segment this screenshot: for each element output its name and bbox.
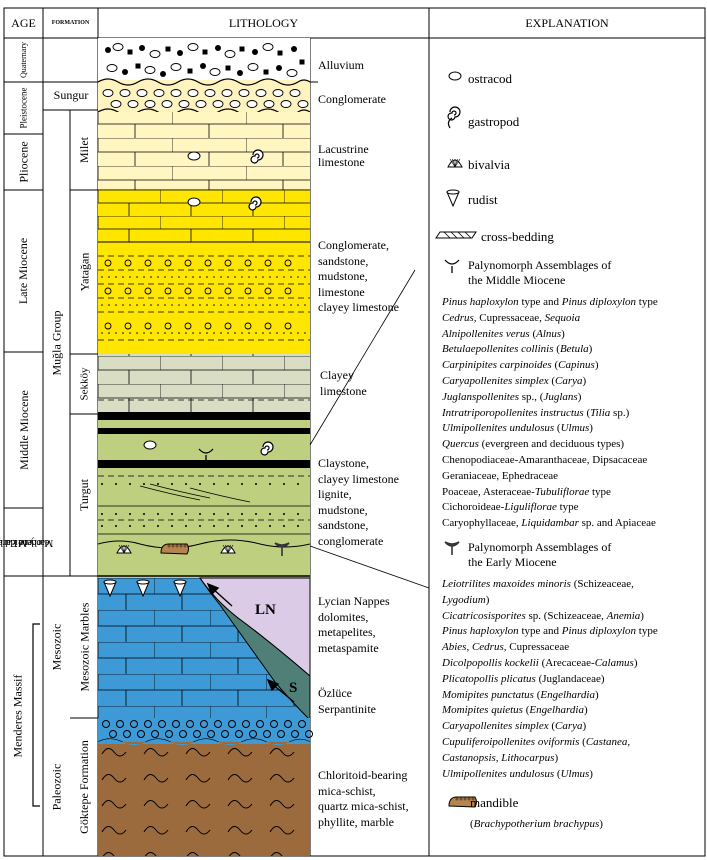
header-explanation: EXPLANATION [525,15,609,30]
formation-mugla-group: Muğla Group [49,310,64,376]
taxon-line: Caryophyllaceae, Liquidambar sp. and Api… [442,517,656,530]
legend-ostracod: ostracod [468,71,513,86]
middle-miocene-list: Pinus haploxylon type and Pinus diploxyl… [442,295,707,532]
lycian-nappes-marker: LN [255,602,276,618]
taxon-line: Cichoroideae-Liguliflorae type [442,501,579,514]
taxon-line: Poaceae, Asteraceae-Tubuliflorae type [442,485,611,498]
age-menderes-massif: Menderes Massif [10,674,25,758]
age-middle-miocene: Middle Miocene [16,390,31,470]
age-quaternary: Quaternary [18,42,28,78]
taxon-line: Betulaepollenites collinis (Betula) [442,343,593,356]
header-age: AGE [11,15,36,30]
taxon-line: Plicatopollis plicatus (Juglandaceae) [442,672,605,685]
taxon-line: Abies, Cedrus, Cupressaceae [442,641,570,654]
taxon-line: Cedrus, Cupressaceae, Sequoia [442,311,581,324]
sekkoy-layer [98,354,310,414]
legend-rudist: rudist [468,192,498,207]
lignite-band [98,428,310,434]
taxon-line: Momipites quietus (Engelhardia) [442,704,588,717]
taxon-line: Lygodium) [442,593,490,606]
formation-milet: Milet [77,137,91,163]
taxon-line: Cupuliferoipollenites oviformis (Castane… [442,735,631,748]
taxon-line: Ulmipollenites undulosus (Ulmus) [442,422,593,435]
early-miocene-list: Leiotrilites maxoides minoris (Schizeace… [442,577,707,782]
formation-yatagan: Yatağan [77,252,91,292]
lith-yatagan: Conglomerate,sandstone,mudstone,limeston… [318,238,399,314]
lith-conglomerate: Conglomerate [318,92,386,106]
formation-turgut: Turgut [77,478,91,512]
taxon-line: Caryapollenites simplex (Carya) [442,374,587,387]
taxon-line: Pinus haploxylon type and Pinus diploxyl… [442,625,658,638]
taxon-line: Cicatricosisporites sp. (Schizeaceae, An… [442,609,644,622]
taxon-line: Dicolpopollis kockelii (Arecaceae-Calamu… [442,656,638,669]
alluvium-layer [98,38,310,82]
taxon-line: Castanopsis, Lithocarpus) [442,751,559,764]
age-pleistocene: Pleistocene [18,87,29,129]
age-paleozoic: Paleozoic [49,763,64,811]
taxon-line: Geraniaceae, Ephedraceae [442,469,559,482]
serpentinite-marker: S [289,680,298,696]
lignite-band [98,460,310,468]
serpentinite-layer [199,577,310,721]
taxon-line: Leiotrilites maxoides minoris (Schizeace… [442,578,634,590]
lith-alluvium: Alluvium [318,58,365,72]
formation-sekkoy: Sekköy [78,367,90,401]
milet-layer [98,112,310,190]
legend-mandible-species: (Brachypotherium brachypus) [470,818,603,830]
taxon-line: Ulmipollenites undulosus (Ulmus) [442,767,593,780]
taxon-line: Intratriporopollenites instructus (Tilia… [442,406,630,419]
formation-mesozoic-marbles: Mesozoic Marbles [77,602,92,692]
taxon-line: Pinus haploxylon type and Pinus diploxyl… [442,296,658,308]
age-mesozoic: Mesozoic [49,623,64,671]
taxon-line: Quercus (evergreen and deciduous types) [442,438,625,451]
legend-bivalvia: bivalvia [468,157,510,172]
lignite-band [98,412,310,420]
goktepe-schist-layer [98,742,310,856]
legend-gastropod: gastropod [468,114,520,129]
legend-cross-bedding: cross-bedding [481,229,554,244]
taxon-line: Juglanspollenites sp., (Juglans) [442,390,582,403]
taxon-line: Chenopodiaceae-Amaranthaceae, Dipsacacea… [442,453,648,466]
taxon-line: Momipites punctatus (Engelhardia) [442,688,599,701]
formation-sungur: Sungur [53,88,89,102]
header-lithology: LITHOLOGY [228,15,299,30]
turgut-layer [98,414,310,578]
taxon-line: Caryapollenites simplex (Carya) [442,720,587,733]
formation-goktepe: Göktepe Formation [77,740,91,834]
age-late-miocene: Late Miocene [16,237,31,305]
age-pliocene: Pliocene [16,141,31,183]
header-formation: FORMATION [51,20,90,26]
legend-mandible: mandible [470,795,519,810]
taxon-line: Carpinipites carpinoides (Capinus) [442,359,599,372]
taxon-line: Alnipollenites verus (Alnus) [442,327,565,340]
